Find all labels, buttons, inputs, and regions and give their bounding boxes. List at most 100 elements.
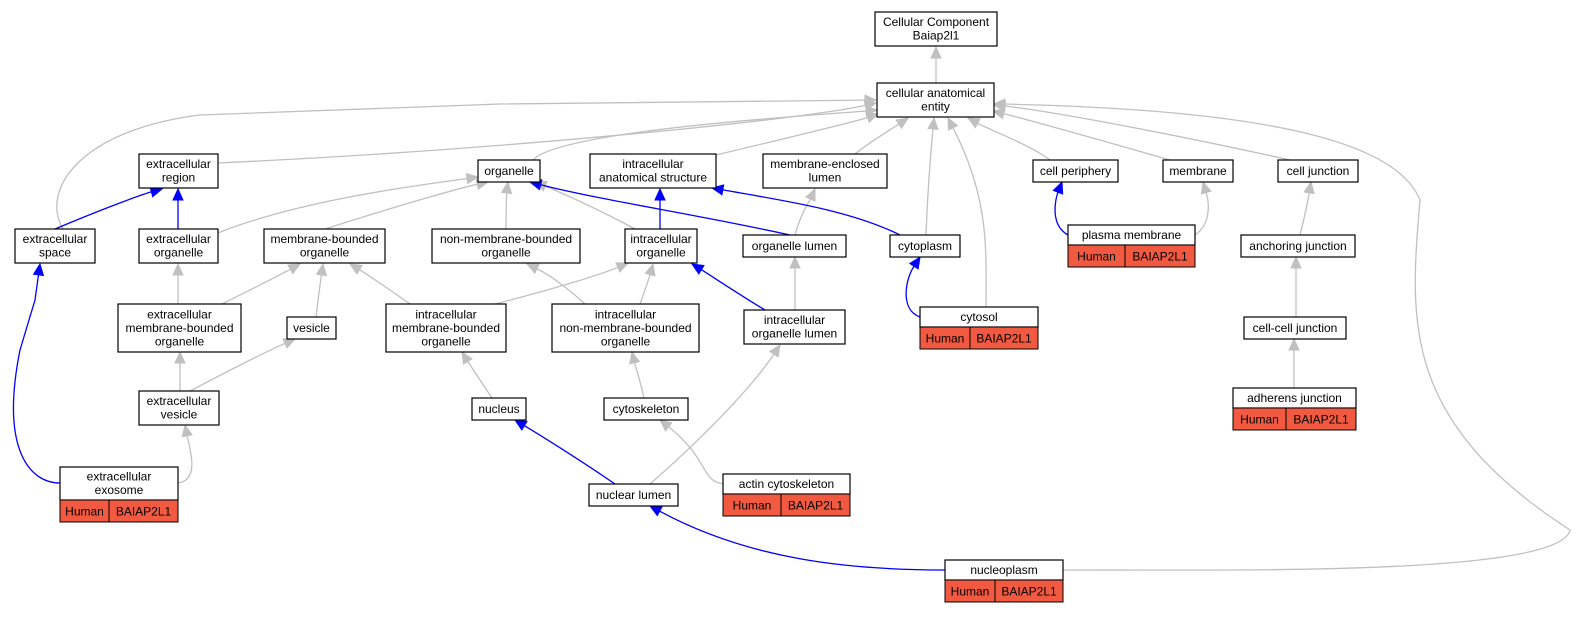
node-label: anatomical structure <box>599 171 707 185</box>
node-label: non-membrane-bounded <box>559 321 691 335</box>
node-box <box>551 303 700 353</box>
edge-extracellular-exosome-to-extracellular-space <box>12 262 61 484</box>
edge-line <box>1004 105 1291 161</box>
edge-line <box>905 265 921 318</box>
arrowhead-icon <box>461 350 473 365</box>
arrowhead-icon <box>966 117 981 129</box>
node-label: space <box>39 246 71 260</box>
node-box <box>59 466 179 501</box>
edge-intracellular-nmb-organelle-to-intracellular-organelle <box>639 262 656 305</box>
edge-line <box>315 274 323 318</box>
edge-intracellular-organelle-lumen-to-intracellular-organelle <box>690 263 766 311</box>
arrowhead-icon <box>648 505 663 517</box>
node-nucleus[interactable]: nucleus <box>471 397 527 421</box>
edge-line <box>1299 192 1310 236</box>
gene-cell <box>1285 407 1357 431</box>
edge-line <box>536 268 586 305</box>
node-box <box>263 228 386 264</box>
node-label: membrane-bounded <box>270 232 378 246</box>
edge-intracellular-mb-organelle-to-membrane-bounded-organelle <box>348 263 411 305</box>
node-label: intracellular <box>595 307 656 321</box>
node-label: extracellular <box>147 394 212 408</box>
node-vesicle[interactable]: vesicle <box>286 316 337 340</box>
arrowhead-icon <box>174 350 186 364</box>
node-label: cytosol <box>960 310 997 324</box>
edge-line <box>1054 192 1069 236</box>
node-box <box>138 390 220 426</box>
edge-line <box>524 425 616 485</box>
edge-extracellular-space-to-extracellular-region <box>54 186 164 230</box>
edge-extracellular-organelle-to-organelle <box>217 172 480 234</box>
arrowhead-icon <box>1052 180 1064 195</box>
arrowhead-icon <box>181 423 193 438</box>
node-label: extracellular <box>147 307 212 321</box>
edge-line <box>633 362 645 399</box>
arrowhead-icon <box>513 419 528 431</box>
node-label: extracellular <box>23 232 88 246</box>
edge-line <box>217 177 468 234</box>
node-anchoring-junction[interactable]: anchoring junction <box>1240 234 1356 258</box>
edge-extracellular-exosome-to-extracellular-vesicle <box>177 423 193 484</box>
node-label: organelle lumen <box>752 327 837 341</box>
node-box <box>286 316 337 340</box>
edge-anchoring-junction-to-cell-junction <box>1299 180 1315 236</box>
edge-membrane-enclosed-lumen-to-cae <box>854 117 910 155</box>
node-membrane[interactable]: membrane <box>1162 159 1234 183</box>
node-cell-periphery[interactable]: cell periphery <box>1032 159 1119 183</box>
node-box <box>138 153 219 189</box>
node-organelle[interactable]: organelle <box>477 159 541 183</box>
node-label: extracellular <box>146 157 211 171</box>
arrowhead-icon <box>1288 337 1300 351</box>
edge-line <box>794 198 812 236</box>
node-label: entity <box>921 100 950 114</box>
node-cytoplasm[interactable]: cytoplasm <box>889 234 961 258</box>
node-organelle-lumen[interactable]: organelle lumen <box>742 234 847 258</box>
edge-line <box>715 116 868 156</box>
node-cell-cell-junction[interactable]: cell-cell junction <box>1243 316 1347 340</box>
arrowhead-icon <box>1290 255 1302 269</box>
arrowhead-icon <box>525 263 540 275</box>
node-label: organelle <box>601 334 651 348</box>
node-box <box>624 228 698 264</box>
node-cell-junction[interactable]: cell junction <box>1277 159 1359 183</box>
arrowhead-icon <box>690 263 705 275</box>
edge-line <box>1194 192 1209 236</box>
node-box <box>117 303 242 353</box>
edge-nucleus-to-intracellular-mb-organelle <box>461 350 493 399</box>
arrowhead-icon <box>1200 180 1212 195</box>
node-label: cytoskeleton <box>613 402 680 416</box>
edge-line <box>701 269 766 311</box>
node-cytoskeleton[interactable]: cytoskeleton <box>603 397 689 421</box>
edge-line <box>722 189 901 236</box>
edge-nucleoplasm-to-cae <box>992 98 1571 571</box>
arrowhead-icon <box>804 187 816 202</box>
edges-layer <box>12 45 1571 571</box>
node-box <box>874 11 998 47</box>
edge-line <box>505 191 508 230</box>
node-nuclear-lumen[interactable]: nuclear lumen <box>588 483 679 507</box>
node-intracellular-nmb-organelle[interactable]: intracellularnon-membrane-boundedorganel… <box>551 303 700 353</box>
gene-cell <box>994 579 1064 603</box>
arrowhead-icon <box>930 45 942 59</box>
